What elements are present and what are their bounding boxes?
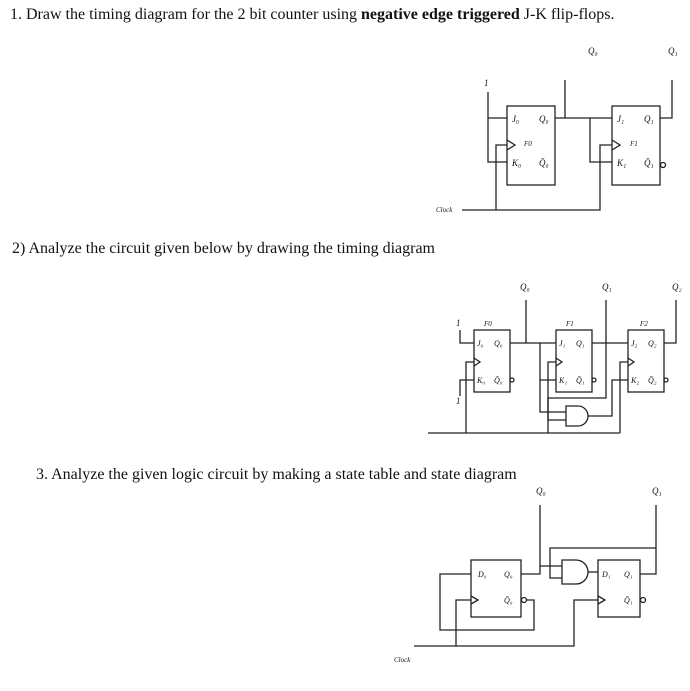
c1-const-one-label: 1 <box>484 78 489 88</box>
c1-ff0-j-label: J₀ <box>512 114 519 124</box>
clock-branch-d0 <box>455 599 471 646</box>
c3-q0-out-label: Q₀ <box>536 486 546 496</box>
ff0-c2-qbar-bubble <box>509 377 515 383</box>
q1-c3-wire <box>640 505 657 575</box>
c3-ff1-q: Q₁ <box>624 570 633 579</box>
c2-ff1-qbar: Q̄₁ <box>576 376 585 385</box>
and-c2-in1 <box>539 380 566 413</box>
question-2-text: 2) Analyze the circuit given below by dr… <box>12 240 435 257</box>
c2-const-one-bottom: 1 <box>456 396 461 406</box>
question-1-suffix: J-K flip-flops. <box>519 6 615 23</box>
circuit-3 <box>414 505 657 647</box>
question-1-prefix: 1. Draw the timing diagram for the 2 bit… <box>10 6 362 23</box>
ff2-c2-qbar-bubble <box>663 377 669 383</box>
c2-ff0-name: F0 <box>483 320 492 328</box>
d1-clock-triangle <box>597 595 607 605</box>
c1-ff1-k-label: K₁ <box>616 158 626 168</box>
q0-c3-wire <box>521 505 541 575</box>
circuit-1 <box>462 80 673 211</box>
c1-ff1-qbar-label: Q̄₁ <box>644 158 654 168</box>
qbar0-feedback <box>439 573 535 631</box>
d0-qbar-bubble <box>520 596 528 604</box>
c2-ff1-j: J₁ <box>559 339 566 348</box>
c2-ff1-q: Q₁ <box>576 339 585 348</box>
c3-clock-label: Clock <box>394 656 411 664</box>
c1-ff1-name-label: F1 <box>629 140 638 148</box>
and-gate-c2 <box>565 405 589 427</box>
c3-ff0-q: Q₀ <box>504 570 513 579</box>
q0-output-wire <box>555 80 566 119</box>
flipflop-d0 <box>470 559 522 618</box>
c2-ff0-j: J₀ <box>477 339 484 348</box>
ff1-qbar-bubble <box>659 161 667 169</box>
c1-ff1-j-label: J₁ <box>617 114 624 124</box>
c2-ff2-name: F2 <box>639 320 648 328</box>
c2-ff2-j: J₂ <box>631 339 638 348</box>
c2-ff1-name: F1 <box>565 320 574 328</box>
c3-ff0-qbar: Q̄₀ <box>504 596 513 605</box>
and-c2-out <box>588 379 628 417</box>
ff0-jk-const-wire <box>487 92 507 119</box>
c3-ff0-d: D₀ <box>477 570 487 579</box>
flipflop-f2-c2 <box>627 329 665 393</box>
q1-c2-wire <box>592 300 607 344</box>
c1-ff0-q-label: Q₀ <box>539 114 549 124</box>
d1-qbar-bubble <box>639 596 647 604</box>
c1-q1-out-label: Q₁ <box>668 46 678 56</box>
ff0-c2-j-wire <box>459 330 474 344</box>
clock-wire-1 <box>462 144 612 211</box>
c2-const-one-top: 1 <box>456 318 461 328</box>
clock-branch-ff0-c2 <box>465 361 474 433</box>
c2-q0-out-label: Q₀ <box>520 282 530 292</box>
q1-c3-feedback <box>549 547 656 579</box>
clock-branch-ff0 <box>495 144 507 210</box>
ff0-clock-triangle <box>506 139 517 151</box>
q0-to-k1-wire <box>589 118 612 163</box>
flipflop-f1-c2 <box>555 329 593 393</box>
question-1-bold: negative edge triggered <box>361 6 520 23</box>
c1-ff0-k-label: K₀ <box>511 158 521 168</box>
q0-c2-wire <box>510 300 527 344</box>
c2-ff0-k: K₀ <box>476 376 485 385</box>
c3-q1-out-label: Q₁ <box>652 486 662 496</box>
ff1-c2-qbar-bubble <box>591 377 597 383</box>
c2-ff2-q: Q₂ <box>648 339 657 348</box>
flipflop-d1 <box>597 559 641 618</box>
c1-ff0-qbar-label: Q̄₀ <box>539 158 549 168</box>
c2-ff1-k: K₁ <box>558 376 567 385</box>
ff0-c2-k-wire <box>459 379 474 396</box>
c2-ff0-qbar: Q̄₀ <box>494 376 503 385</box>
ff0-c2-clock-triangle <box>473 357 482 367</box>
c1-q0-out-label: Q₀ <box>588 46 598 56</box>
clock-branch-ff2-c2 <box>619 361 628 433</box>
flipflop-f0-c2 <box>473 329 511 393</box>
q1-output-wire <box>660 80 673 119</box>
c2-q2-out-label: Q₂ <box>672 282 682 292</box>
question-3-text: 3. Analyze the given logic circuit by ma… <box>36 466 517 483</box>
clock-wire-3 <box>414 599 598 647</box>
ff1-c2-clock-triangle <box>555 357 564 367</box>
c3-ff1-d: D₁ <box>601 570 611 579</box>
c2-ff2-k: K₂ <box>630 376 639 385</box>
circuit-2 <box>428 300 677 434</box>
c1-clock-label: Clock <box>436 206 453 214</box>
ff2-c2-clock-triangle <box>627 357 636 367</box>
and-c2-in2 <box>547 343 607 421</box>
c2-ff0-q: Q₀ <box>494 339 503 348</box>
c2-q1-out-label: Q₁ <box>602 282 612 292</box>
question-1-text: 1. Draw the timing diagram for the 2 bit… <box>10 6 614 24</box>
c2-ff2-qbar: Q̄₂ <box>648 376 657 385</box>
and-gate-c3 <box>561 559 589 585</box>
c3-ff1-qbar: Q̄₁ <box>624 596 633 605</box>
ff1-clock-triangle <box>611 139 622 151</box>
c1-ff1-q-label: Q₁ <box>644 114 654 124</box>
ff0-jk-tie-wire <box>487 118 507 163</box>
c1-ff0-name-label: F0 <box>523 140 532 148</box>
q2-c2-wire <box>664 300 677 344</box>
d0-clock-triangle <box>470 595 480 605</box>
